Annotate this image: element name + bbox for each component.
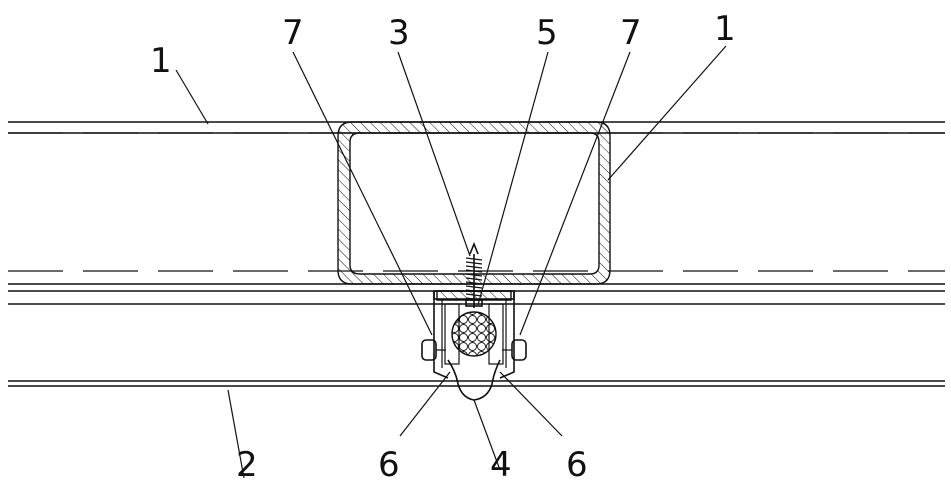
leader-3 xyxy=(397,51,471,257)
callout-6-left: 6 xyxy=(378,445,400,485)
leader-6-left xyxy=(399,371,451,437)
callout-6-right: 6 xyxy=(566,445,588,485)
callout-3: 3 xyxy=(388,13,410,53)
leader-2 xyxy=(227,389,245,479)
callout-1-right: 1 xyxy=(714,9,736,49)
rectangular-frame xyxy=(337,121,611,285)
callout-labels: 1 7 3 5 7 1 2 6 4 6 xyxy=(150,9,736,485)
callout-2: 2 xyxy=(236,445,258,485)
leader-5 xyxy=(477,51,549,306)
leader-1-left xyxy=(175,69,209,125)
callout-7-left: 7 xyxy=(282,13,304,53)
leader-7-right xyxy=(519,51,631,336)
leader-1-right xyxy=(607,45,727,181)
leader-7-left xyxy=(292,51,433,336)
callout-4: 4 xyxy=(490,445,512,485)
leader-4 xyxy=(473,399,501,471)
callout-7-right: 7 xyxy=(620,13,642,53)
callout-1-left: 1 xyxy=(150,41,172,81)
leader-lines xyxy=(175,45,727,479)
spring-screw xyxy=(465,241,483,308)
leader-6-right xyxy=(499,371,563,437)
callout-5: 5 xyxy=(536,13,558,53)
